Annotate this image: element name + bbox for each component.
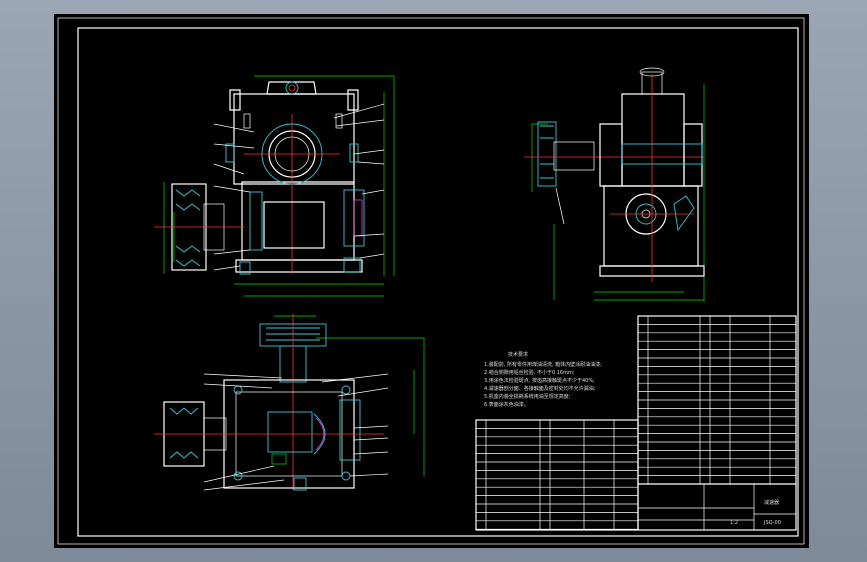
side-view <box>524 67 705 302</box>
note-line-5: 5.机座内装全损耗系统用油至规定高度; <box>484 393 571 400</box>
notes-heading: 技术要求 <box>508 351 528 358</box>
note-line-3: 3.用涂色法检验斑点, 按齿高接触斑点不少于40%; <box>484 377 595 384</box>
technical-notes: 技术要求 1.装配前, 所有零件用煤油清洗, 箱体内壁涂耐油油漆; 2.啮合侧隙… <box>484 351 602 408</box>
inner-frame <box>77 27 799 537</box>
note-line-2: 2.啮合侧隙用铅丝检验, 不小于0.16mm; <box>484 369 575 376</box>
drawing-number: JSQ-00 <box>763 520 781 526</box>
note-line-6: 6.表面涂灰色油漆。 <box>484 401 529 408</box>
note-line-1: 1.装配前, 所有零件用煤油清洗, 箱体内壁涂耐油油漆; <box>484 361 602 368</box>
scale-label: 1:2 <box>730 520 738 526</box>
front-view <box>154 75 395 297</box>
drawing-svg: 减速器 JSQ-00 1:2 技术要求 1.装配前, 所有零件用煤油清洗, 箱体… <box>57 17 805 545</box>
title-block-name: 减速器 <box>764 499 779 506</box>
top-view <box>154 314 425 491</box>
outer-frame <box>57 17 805 545</box>
cad-drawing-canvas: 减速器 JSQ-00 1:2 技术要求 1.装配前, 所有零件用煤油清洗, 箱体… <box>54 14 809 548</box>
note-line-4: 4.减速器剖分面、各接触面及密封处均不允许漏油; <box>484 385 596 392</box>
parts-list-middle <box>475 419 639 531</box>
parts-list-right: 减速器 JSQ-00 1:2 <box>637 315 797 531</box>
